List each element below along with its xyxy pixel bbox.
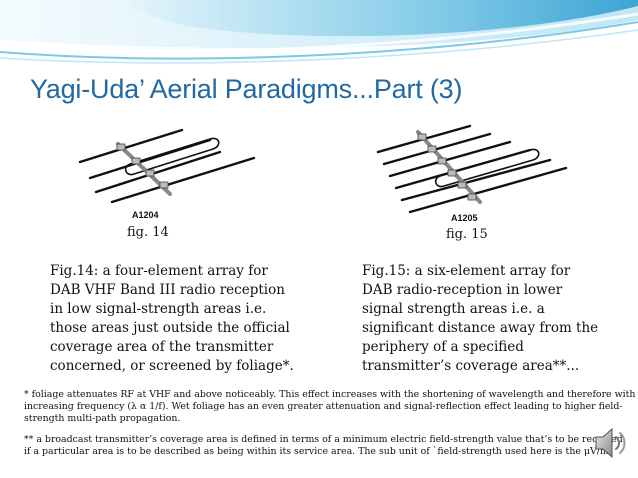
description-line: coverage area of the transmitter xyxy=(50,339,274,355)
footnote-foliage: * foliage attenuates RF at VHF and above… xyxy=(24,389,636,425)
figure-15-code: A1205 xyxy=(451,213,478,223)
figure-14-caption: fig. 14 xyxy=(127,225,169,240)
description-line: signal strength areas i.e. a xyxy=(362,301,545,317)
footnote-line: ** a broadcast transmitter’s coverage ar… xyxy=(24,434,623,445)
description-line: Fig.14: a four-element array for xyxy=(50,263,268,279)
figure-15-caption: fig. 15 xyxy=(446,227,488,242)
footnote-coverage-area: ** a broadcast transmitter’s coverage ar… xyxy=(24,434,623,458)
description-line: in low signal-strength areas i.e. xyxy=(50,301,267,317)
footnote-line: strength multi-path propagation. xyxy=(24,413,181,424)
figure-15-description: Fig.15: a six-element array for DAB radi… xyxy=(362,262,598,376)
description-line: DAB radio-reception in lower xyxy=(362,282,563,298)
footnote-line: if a particular area is to be described … xyxy=(24,446,612,457)
description-line: DAB VHF Band III radio reception xyxy=(50,282,285,298)
footnote-line: increasing frequency (λ α 1/f). Wet foli… xyxy=(24,401,623,412)
figure-14-description: Fig.14: a four-element array for DAB VHF… xyxy=(50,262,294,376)
four-element-yagi-antenna-icon xyxy=(78,128,256,204)
description-line: those areas just outside the official xyxy=(50,320,290,336)
figure-14-code: A1204 xyxy=(132,210,159,220)
description-line: transmitter’s coverage area**... xyxy=(362,358,580,374)
six-element-yagi-antenna-icon xyxy=(376,124,568,214)
speaker-icon[interactable] xyxy=(592,424,630,462)
description-line: concerned, or screened by foliage*. xyxy=(50,358,294,374)
description-line: Fig.15: a six-element array for xyxy=(362,263,571,279)
footnote-line: * foliage attenuates RF at VHF and above… xyxy=(24,389,636,400)
description-line: significant distance away from the xyxy=(362,320,599,336)
description-line: periphery of a specified xyxy=(362,339,524,355)
header-swoosh-decoration xyxy=(0,0,638,64)
slide-title: Yagi-Uda’ Aerial Paradigms...Part (3) xyxy=(30,74,463,104)
